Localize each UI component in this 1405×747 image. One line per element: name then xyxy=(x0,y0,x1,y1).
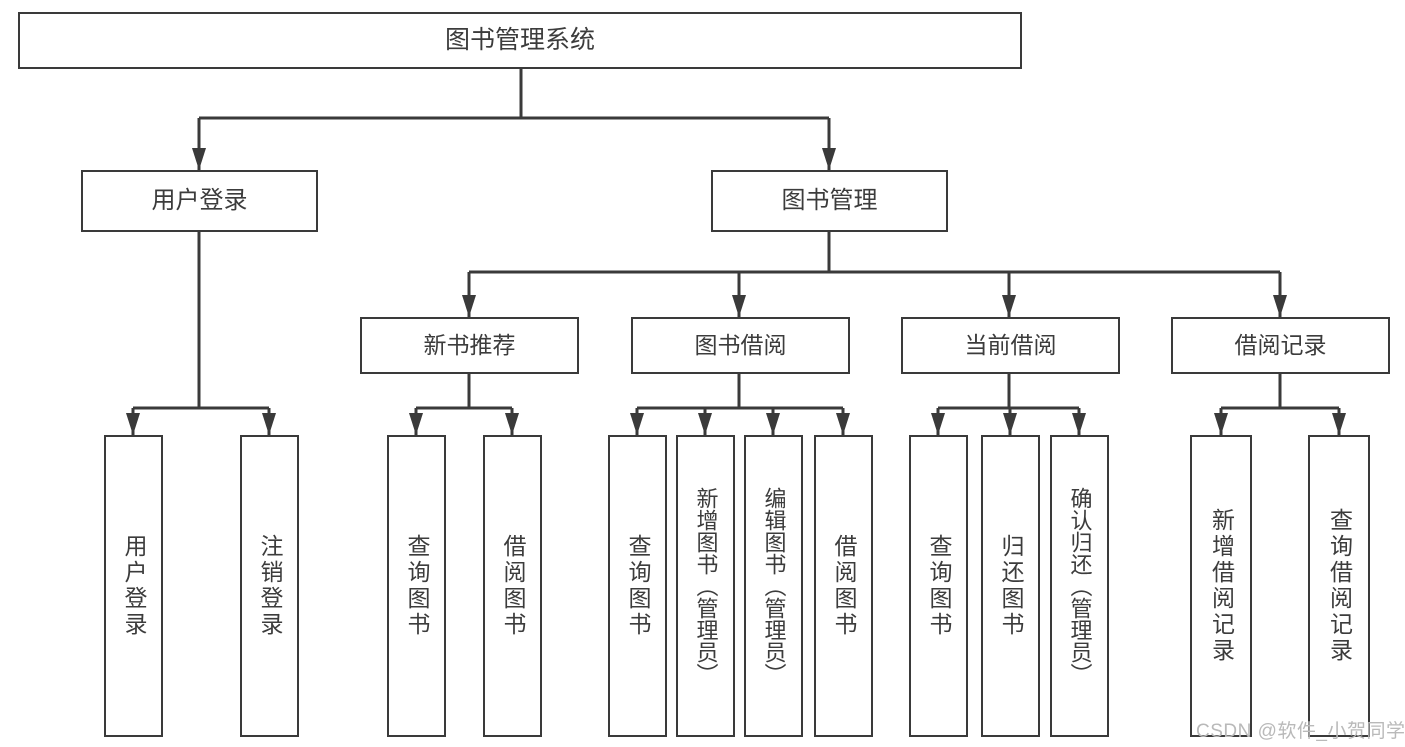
node-leaf-label: 借阅图书 xyxy=(500,534,526,638)
node-leaf-query-book-2[interactable]: 查询图书 xyxy=(608,435,667,737)
arrow-head-icon-leaf-4-0 xyxy=(1214,413,1228,435)
node-leaf-label: 查询图书 xyxy=(404,534,430,638)
node-leaf-borrow-book-1[interactable]: 借阅图书 xyxy=(483,435,542,737)
node-label: 图书借阅 xyxy=(694,331,787,358)
node-leaf-query-book-3[interactable]: 查询图书 xyxy=(909,435,968,737)
node-label: 新书推荐 xyxy=(423,331,516,358)
node-leaf-label: 编辑图书（管理员） xyxy=(761,487,787,685)
node-leaf-return-book[interactable]: 归还图书 xyxy=(981,435,1040,737)
arrow-head-icon-leaf-4-1 xyxy=(1332,413,1346,435)
arrow-head-icon-leaf-1-0 xyxy=(409,413,423,435)
node-leaf-label: 借阅图书 xyxy=(831,534,857,638)
arrow-head-icon-leaf-3-2 xyxy=(1072,413,1086,435)
node-leaf-label: 查询图书 xyxy=(926,534,952,638)
node-borrow-record[interactable]: 借阅记录 xyxy=(1171,317,1390,374)
arrow-head-icon-leaf-2-0 xyxy=(630,413,644,435)
arrow-head-icon-leaf-2-3 xyxy=(836,413,850,435)
arrow-head-icon-leaf-3-0 xyxy=(931,413,945,435)
arrow-head-icon-level3-0 xyxy=(462,295,476,317)
node-leaf-label: 查询借阅记录 xyxy=(1326,508,1353,664)
arrow-head-icon-level3-1 xyxy=(732,295,746,317)
node-label: 图书管理 xyxy=(781,186,878,214)
node-leaf-query-book-1[interactable]: 查询图书 xyxy=(387,435,446,737)
node-leaf-label: 确认归还（管理员） xyxy=(1067,487,1093,685)
node-leaf-label: 用户登录 xyxy=(121,534,147,638)
node-book-manage[interactable]: 图书管理 xyxy=(711,170,948,232)
node-leaf-add-borrow-record[interactable]: 新增借阅记录 xyxy=(1190,435,1252,737)
node-leaf-borrow-book-2[interactable]: 借阅图书 xyxy=(814,435,873,737)
node-leaf-user-logout[interactable]: 注销登录 xyxy=(240,435,299,737)
node-root-label: 图书管理系统 xyxy=(444,25,595,54)
node-leaf-label: 查询图书 xyxy=(625,534,651,638)
node-label: 用户登录 xyxy=(151,186,248,214)
arrow-head-icon-leaf-3-1 xyxy=(1003,413,1017,435)
arrow-head-icon-leaf-2-1 xyxy=(698,413,712,435)
node-leaf-edit-book-admin[interactable]: 编辑图书（管理员） xyxy=(744,435,803,737)
arrow-head-icon-level2-0 xyxy=(192,148,206,170)
arrow-head-icon-leaf-0-0 xyxy=(126,413,140,435)
arrow-head-icon-level3-3 xyxy=(1273,295,1287,317)
arrow-head-icon-leaf-2-2 xyxy=(766,413,780,435)
node-current-borrow[interactable]: 当前借阅 xyxy=(901,317,1120,374)
node-root[interactable]: 图书管理系统 xyxy=(18,12,1022,69)
node-leaf-query-borrow-record[interactable]: 查询借阅记录 xyxy=(1308,435,1370,737)
arrow-head-icon-level3-2 xyxy=(1002,295,1016,317)
node-leaf-label: 归还图书 xyxy=(998,534,1024,638)
node-leaf-label: 新增借阅记录 xyxy=(1208,508,1235,664)
node-label: 当前借阅 xyxy=(964,331,1057,358)
node-leaf-user-login[interactable]: 用户登录 xyxy=(104,435,163,737)
arrow-head-icon-leaf-0-1 xyxy=(262,413,276,435)
node-user-login[interactable]: 用户登录 xyxy=(81,170,318,232)
node-leaf-confirm-return-admin[interactable]: 确认归还（管理员） xyxy=(1050,435,1109,737)
arrow-head-icon-level2-1 xyxy=(822,148,836,170)
arrow-head-icon-leaf-1-1 xyxy=(505,413,519,435)
node-new-book-recommend[interactable]: 新书推荐 xyxy=(360,317,579,374)
node-leaf-add-book-admin[interactable]: 新增图书（管理员） xyxy=(676,435,735,737)
node-label: 借阅记录 xyxy=(1234,331,1327,358)
watermark: CSDN @软件_小贺同学 xyxy=(1196,721,1405,742)
node-leaf-label: 注销登录 xyxy=(257,534,283,638)
node-book-borrow[interactable]: 图书借阅 xyxy=(631,317,850,374)
node-leaf-label: 新增图书（管理员） xyxy=(693,487,719,685)
